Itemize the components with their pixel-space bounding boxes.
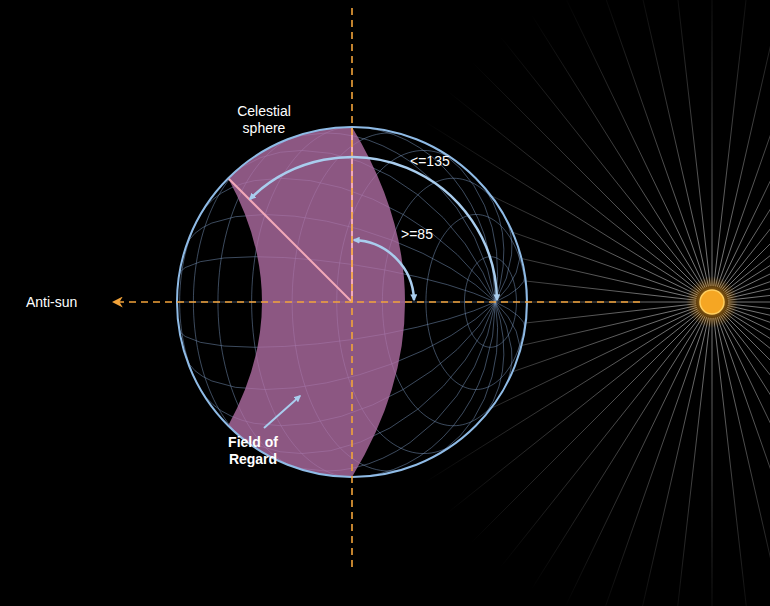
sun-ray xyxy=(727,190,770,297)
sun-ray xyxy=(714,318,750,606)
sun-ray xyxy=(723,62,770,291)
sun-ray xyxy=(726,311,770,483)
sun-glow xyxy=(686,276,738,328)
angle-label: <=135 xyxy=(410,153,470,170)
sun-ray xyxy=(717,0,770,287)
anti-sun-axis xyxy=(114,301,640,303)
sun-ray xyxy=(531,316,703,590)
sun-ray xyxy=(719,316,770,606)
sun-ray xyxy=(636,0,708,286)
grid-line xyxy=(495,275,525,302)
angle-label: >=85 xyxy=(401,226,451,243)
limit-line xyxy=(228,178,352,302)
sun-ray xyxy=(500,36,702,289)
sun-ray xyxy=(716,318,770,606)
angle-arc xyxy=(354,240,414,300)
sun-ray xyxy=(674,0,710,286)
grid-line xyxy=(495,302,525,329)
sun-ray xyxy=(726,121,770,293)
sun-ray xyxy=(728,226,770,298)
vertical-axis xyxy=(351,8,353,570)
angle-arc xyxy=(250,157,497,300)
sun-ray xyxy=(716,0,770,286)
sun-ray xyxy=(721,14,770,288)
sun-ray xyxy=(714,0,750,286)
grid-line xyxy=(476,302,504,425)
leader-line xyxy=(264,396,300,428)
grid-line xyxy=(426,302,498,461)
grid-line xyxy=(495,302,527,303)
sun-ray xyxy=(722,315,770,568)
sun-ray xyxy=(636,318,708,606)
sun-ray xyxy=(500,315,702,568)
sun-ray xyxy=(726,154,770,295)
sun-ray xyxy=(721,316,770,590)
sun-ray xyxy=(564,316,705,606)
sun-ray xyxy=(674,318,710,606)
sun-ray xyxy=(726,309,770,450)
sun-ray xyxy=(564,0,705,288)
sun-ray xyxy=(719,0,770,288)
sun-ray xyxy=(723,313,770,542)
sun xyxy=(700,290,724,314)
sphere-label: Celestial sphere xyxy=(222,103,306,137)
sun-ray xyxy=(725,90,770,292)
direction-label: Anti-sun xyxy=(26,294,106,311)
sun-ray xyxy=(712,0,713,286)
sun-ray xyxy=(712,318,713,606)
region-label: Field of Regard xyxy=(214,434,292,468)
